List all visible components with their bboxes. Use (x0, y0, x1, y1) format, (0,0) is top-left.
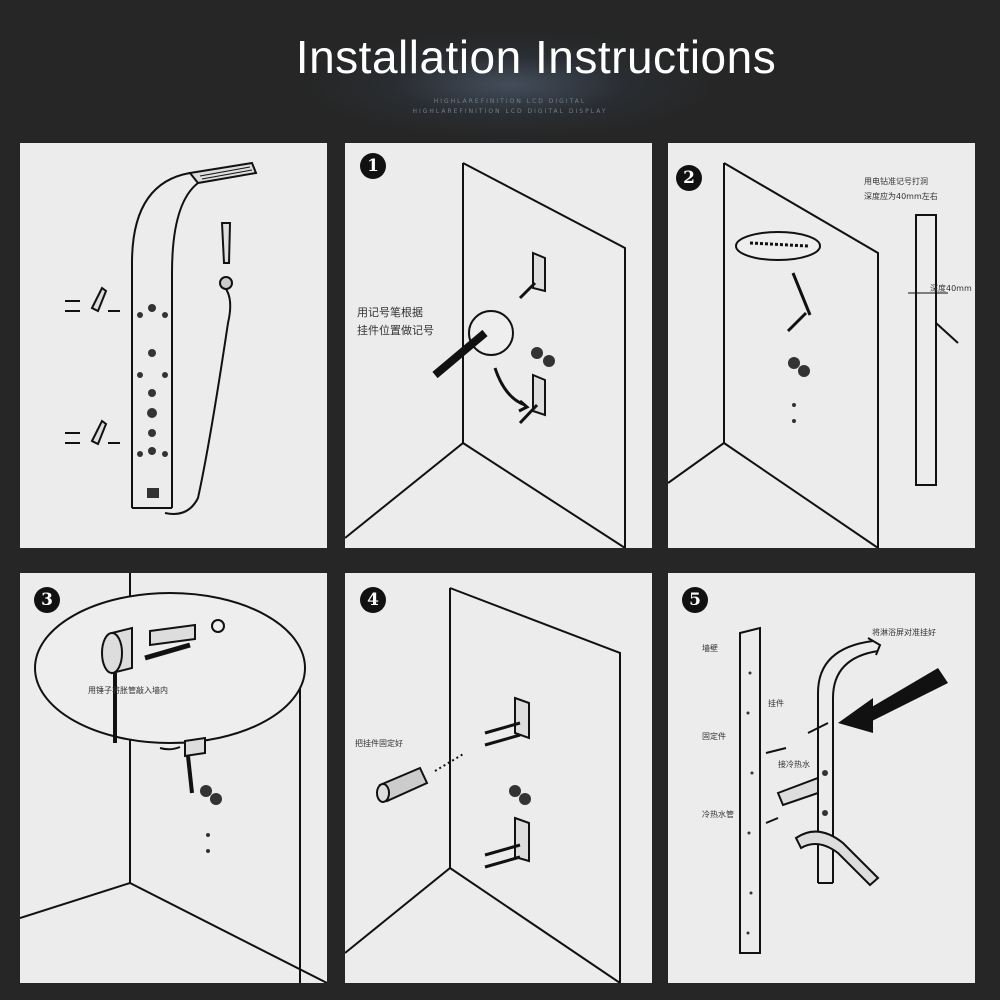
panel-step-2: 2 用电钻准记号打洞 深度应为40mm左右 深度40mm (668, 143, 975, 548)
step-5-note-main: 将淋浴屏对准挂好 (872, 628, 936, 637)
step-5-label-bracket: 挂件 (768, 699, 784, 708)
step-2-note-line-1: 用电钻准记号打洞 (864, 177, 928, 186)
title-glow (300, 30, 720, 140)
step-1-note-line-1: 用记号笔根据 (357, 306, 423, 319)
step-badge-5: 5 (682, 587, 708, 613)
step-5-label-wall: 墙壁 (702, 644, 718, 653)
panel-overview (20, 143, 327, 548)
step-badge-3: 3 (34, 587, 60, 613)
page-title: Installation Instructions (295, 31, 777, 83)
panel-step-1: 1 用记号笔根据 挂件位置做记号 (345, 143, 652, 548)
step-1-note-line-2: 挂件位置做记号 (357, 324, 434, 337)
step-5-label-connect: 接冷热水 (778, 760, 810, 769)
title-subline-2: HIGHLAREFINITION LCD DIGITAL DISPLAY (412, 108, 608, 115)
step-3-illustration (20, 573, 327, 983)
panel-step-5: 5 将淋浴屏对准挂好 墙壁 挂件 固定件 接冷热水 冷热水管 (668, 573, 975, 983)
step-1-illustration (345, 162, 626, 548)
step-3-note: 用锤子将胀管敲入墙内 (88, 686, 168, 695)
step-4-illustration (345, 587, 621, 983)
step-2-note-depth: 深度40mm (930, 284, 972, 293)
step-badge-2: 2 (676, 165, 702, 191)
panel-step-4: 4 把挂件固定好 (345, 573, 652, 983)
step-5-label-pipes: 冷热水管 (702, 810, 734, 819)
step-2-illustration (668, 162, 959, 548)
step-badge-1: 1 (360, 153, 386, 179)
step-4-note: 把挂件固定好 (355, 739, 403, 748)
shower-panel-illustration (65, 161, 258, 515)
title-subline-1: HIGHLAREFINITION LCD DIGITAL (433, 98, 587, 105)
step-badge-4: 4 (360, 587, 386, 613)
step-5-illustration (739, 626, 948, 954)
panel-step-3: 3 用锤子将胀管敲入墙内 (20, 573, 327, 983)
step-2-note-line-2: 深度应为40mm左右 (864, 192, 938, 201)
step-5-label-fixing: 固定件 (702, 732, 726, 741)
